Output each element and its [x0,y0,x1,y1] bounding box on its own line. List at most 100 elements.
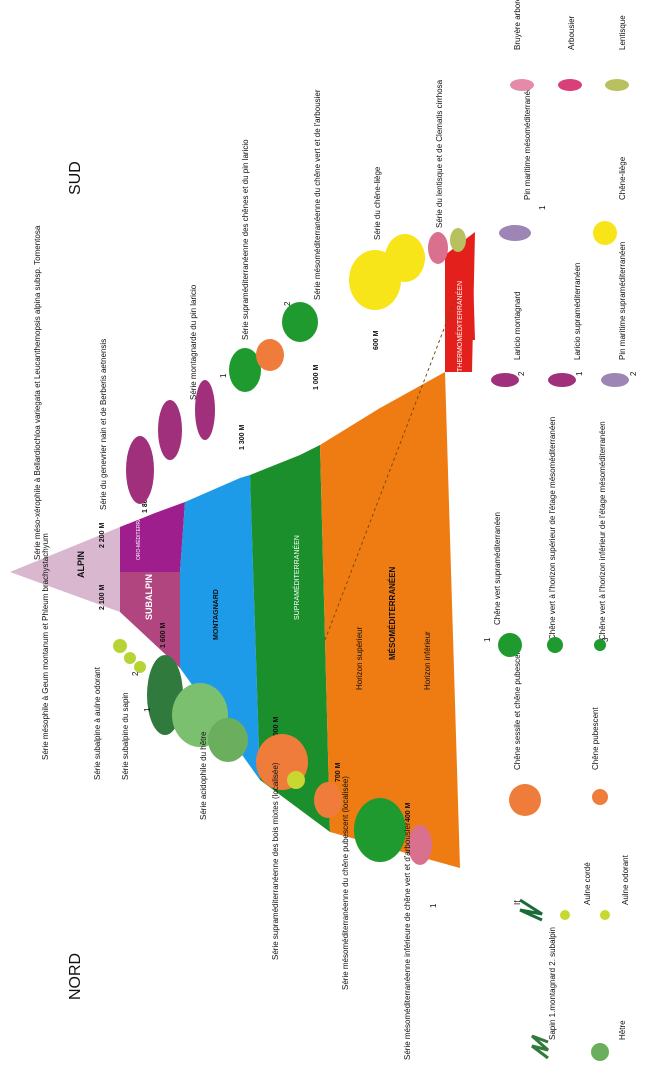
series-chene-vert-num: 1 [429,903,438,908]
pine-cluster-icon-3 [195,380,215,440]
pine-icon [491,373,519,387]
cork-oak-icon-2 [385,234,425,282]
series-chenes-laricio: Série supraméditerranéenne des chênes et… [241,139,250,340]
mountain-profile [10,232,475,868]
legend-chene-vert-1-label: Chêne vert supraméditerranéen [493,512,502,625]
zone-oro-2 [155,502,185,572]
zone-label-alpin: ALPIN [76,551,86,578]
legend-bruyere-label: Bruyère arborescente [513,0,522,50]
zone-label-thermo: THERMOMÉDITERRANÉEN [455,281,464,372]
legend-laricio-supra-num: 1 [575,371,584,376]
alder-cluster-icon-2 [124,652,136,664]
legend-chene-vert-2-label: Chêne vert à l'horizon supérieur de l'ét… [548,417,557,640]
series-laricio: Série montagnarde du pin laricio [189,284,198,400]
zone-thermo-body [445,232,475,372]
alder-icon [560,910,570,920]
legend-pin-maritime-supra-num: 2 [629,371,638,376]
alt-south-2200: 2 200 M [99,523,106,548]
series-chenes-laricio-num: 2 [283,301,292,306]
zone-supra [250,445,330,832]
mastic-icon [605,79,629,91]
series-aulne-odorant: Série subalpine à aulne odorant [93,666,102,780]
strawberry-tree-icon [558,79,582,91]
legend-hetre-label: Hêtre [618,1020,627,1040]
holm-oak-south-icon-2 [282,302,318,342]
legend-aulne-odorant-label: Aulne odorant [621,854,630,905]
legend-laricio-mont-label: Laricio montagnard [513,292,522,360]
series-chene-pubescent: Série mésoméditerranéenne du chêne pubes… [341,776,350,990]
legend-lentisque-label: Lentisque [618,15,627,50]
holm-oak-south-icon [229,348,261,392]
cork-oak-icon [593,221,617,245]
green-alder-icon [600,910,610,920]
beech-icon [591,1043,609,1061]
oak-south-icon [256,339,284,371]
zone-label-supra: SUPRAMÉDITERRANÉEN [292,535,301,620]
zone-subalpin [120,572,180,668]
beech-icon-2 [208,718,248,762]
alder-cluster-icon-3 [134,661,146,673]
legend-sapin-label: Sapin 1.montagnard 2. subalpin [548,927,557,1040]
series-aulne-num: 2 [131,671,140,676]
series-south: Série méso-xérophile à Bellardiochloa va… [33,79,444,560]
zone-label-subalpin: SUBALPIN [144,574,154,620]
series-laricio-num: 1 [219,373,228,378]
series-north: Série mésophile à Geum montanum et Phleu… [41,533,438,1060]
alt-south-1000: 1 000 M [313,365,320,390]
alt-south-1300: 1 300 M [239,425,246,450]
zone-labels: ALPIN SUBALPIN ORO-MÉDITERRANÉEN MONTAGN… [76,281,464,690]
north-label: NORD [67,953,84,1000]
legend-pin-maritime-meso-num: 1 [538,205,547,210]
meso-divider [324,299,456,641]
series-chene-liege: Série du chêne-liège [373,166,382,240]
series-lentisque: Série du lentisque et de Clematis cirrho… [435,79,444,228]
zone-label-meso: MÉSOMÉDITERRANÉEN [388,566,397,660]
holm-oak-icon-2 [547,637,563,653]
south-label: SUD [67,161,84,195]
oak-icon [509,784,541,816]
holm-oak-icon [354,798,406,862]
pine-icon-4 [499,225,531,241]
pubescent-oak-icon [592,789,608,805]
series-genevrier: Série du genevrier nain et de Berberis a… [99,339,108,510]
alt-north-700: 700 M [335,762,342,782]
series-bellardiochloa: Série méso-xérophile à Bellardiochloa va… [33,225,42,560]
alder-cluster-icon [113,639,127,653]
legend-chene-vert-3-num: 3 [601,637,610,642]
legend-pin-maritime-meso-label: Pin maritime mésoméditerranéen [523,82,532,200]
legend-pin-maritime-supra-label: Pin maritime supraméditerranéen [618,242,627,360]
series-sapin-num: 1 [143,707,152,712]
series-hetre: Série acidophile du hêtre [199,731,208,820]
pine-cluster-icon [126,436,154,504]
series-arbousier: Série mésoméditerranéenne du chêne vert … [313,89,322,300]
alt-north-1600: 1 600 M [160,623,167,648]
pine-icon-3 [601,373,629,387]
mastic-icon [450,228,466,252]
legend-chene-vert-3-label: Chêne vert à l'horizon inférieur de l'ét… [598,421,607,640]
zone-alpin [10,527,120,612]
pubescent-oak-icon [314,782,342,818]
holm-oak-icon [498,633,522,657]
legend-chene-pubescent-label: Chêne pubescent [591,707,600,770]
zone-label-meso-sup: Horizon supérieur [355,627,364,690]
alt-north-2100: 2 100 M [99,585,106,610]
fir-icon [531,1034,549,1060]
slope-vegetation [113,228,466,865]
legend-laricio-mont-num: 2 [517,371,526,376]
series-geum: Série mésophile à Geum montanum et Phleu… [41,533,50,760]
zone-label-oro: ORO-MÉDITERRANÉEN [135,503,142,560]
alt-north-1000: 1 000 M [273,717,280,742]
legend-chene-liege-label: Chêne-liège [618,156,627,200]
zone-label-meso-inf: Horizon inférieur [423,631,432,690]
legend-aulne-corde-label: Aulne cordé [583,862,592,905]
pine-icon-2 [548,373,576,387]
holm-oak-icon-2 [408,825,432,865]
legend-laricio-supra-label: Laricio supraméditerranéen [573,263,582,360]
legend-chene-sessile-label: Chêne sessile et chêne pubescent [513,647,522,770]
legend-arbousier-label: Arbousier [567,15,576,50]
legend-chene-vert-1-num: 1 [483,637,492,642]
legend: Sapin 1.montagnard 2. subalpin Hêtre If … [483,0,638,1061]
zone-montagnard [180,475,260,780]
pine-cluster-icon-2 [158,400,182,460]
